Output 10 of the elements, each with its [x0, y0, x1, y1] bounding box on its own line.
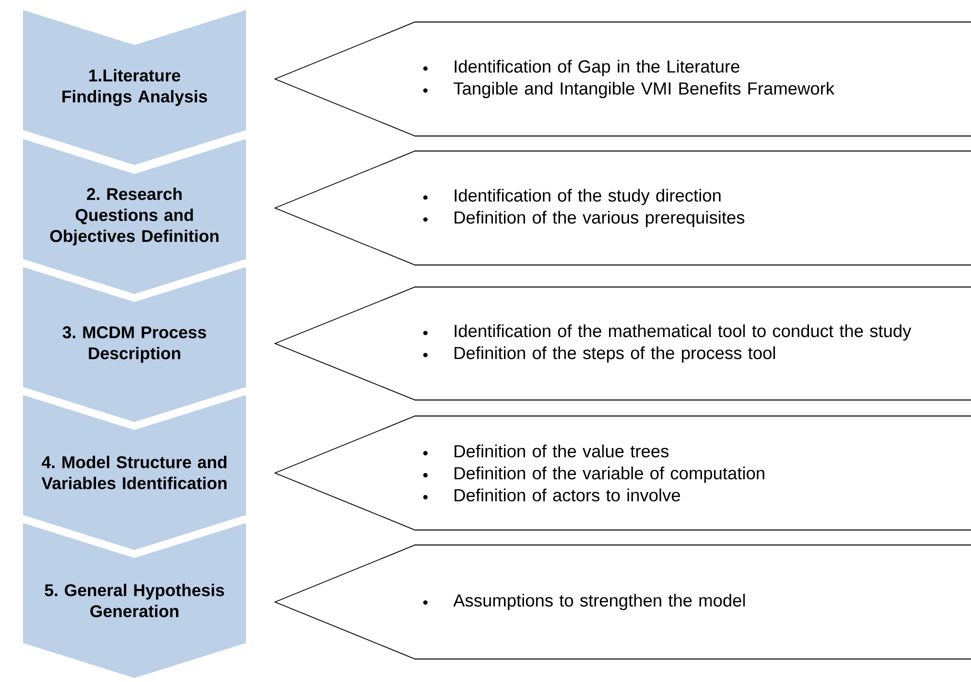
chevron-step: 1.Literature Findings Analysis	[23, 10, 246, 165]
chevron-step: 2. Research Questions and Objectives Definition	[23, 139, 246, 294]
node-label: 2. Research Questions and Objectives Definition	[50, 188, 218, 246]
chevron-step: 5. General Hypothesis Generation	[23, 523, 246, 678]
node-label: 4. Model Structure and Variables Identification	[42, 456, 227, 490]
node-label: 5. General Hypothesis Generation	[44, 584, 224, 618]
node-label: 3. MCDM Process Description	[62, 326, 206, 363]
chevron-step: 3. MCDM Process Description	[23, 267, 246, 422]
node-label: 1.Literature Findings Analysis	[62, 69, 208, 106]
chevron-step: 4. Model Structure and Variables Identification	[23, 395, 246, 550]
